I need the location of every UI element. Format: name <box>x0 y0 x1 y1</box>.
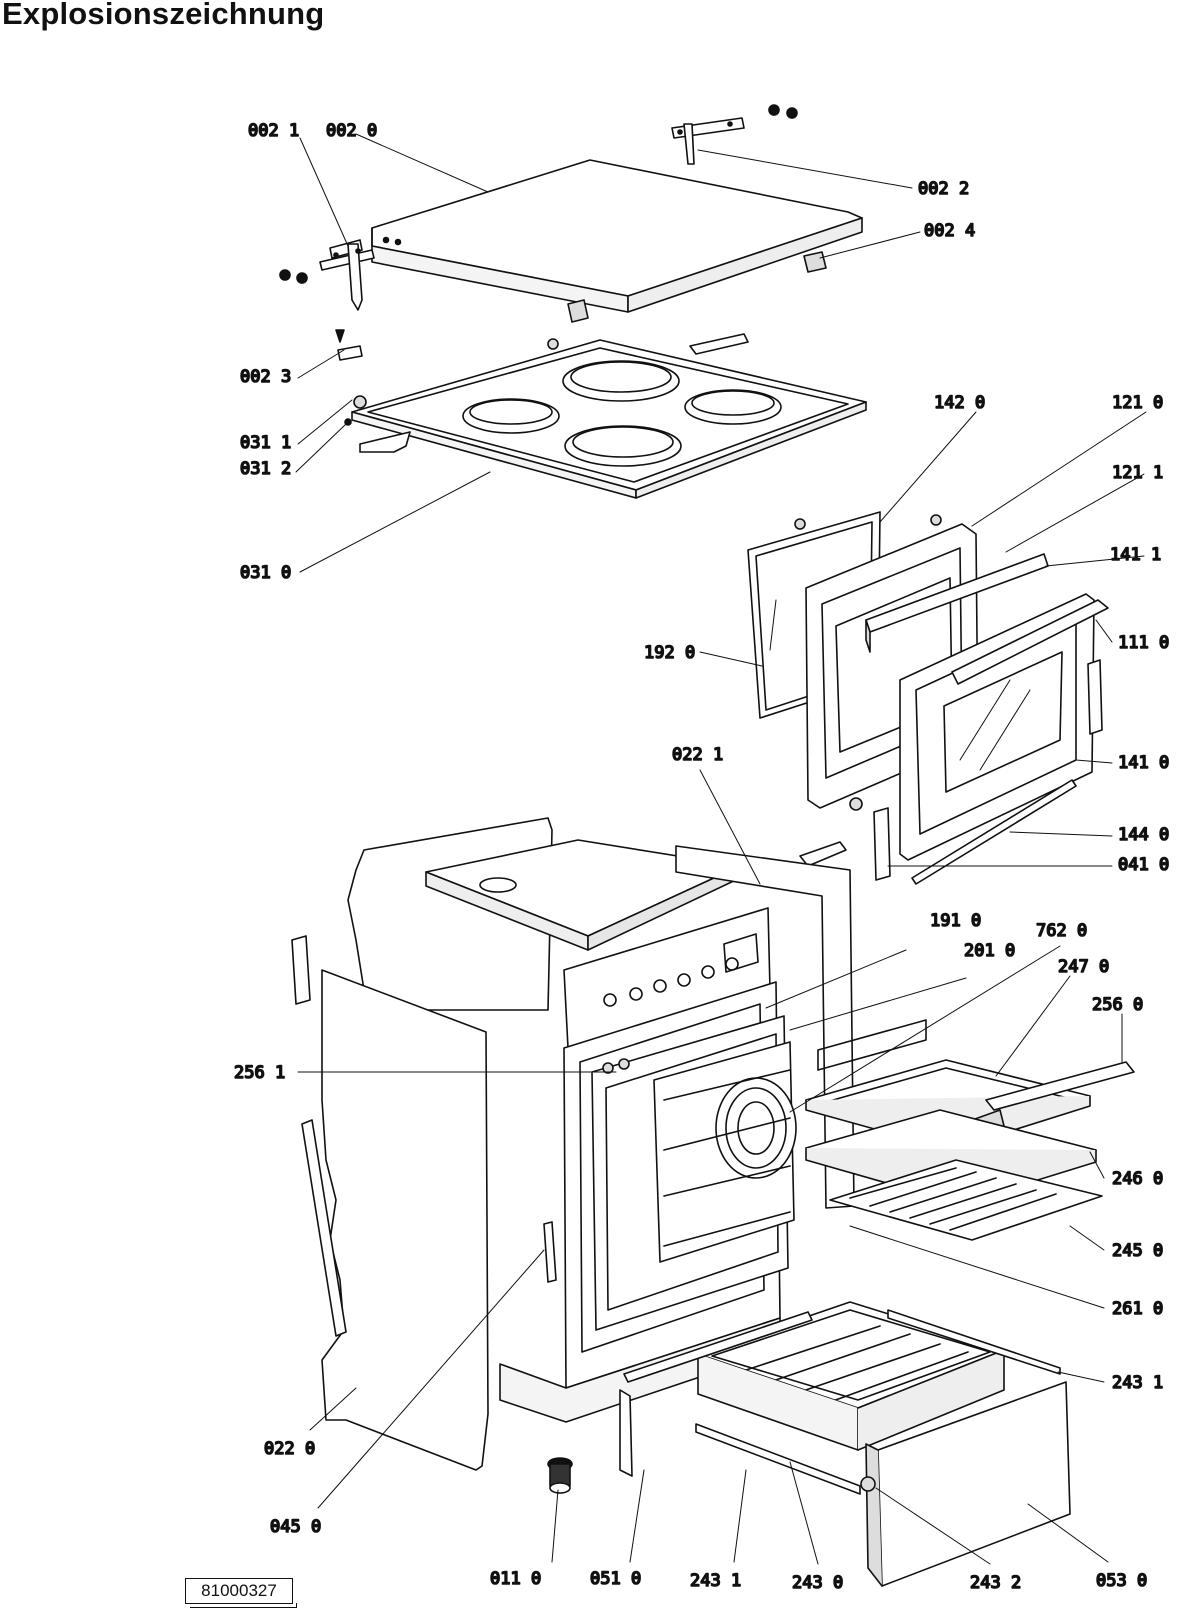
part-label: 002 1 <box>248 121 299 141</box>
part-label: 022 1 <box>672 745 723 765</box>
part-label: 192 0 <box>644 643 695 663</box>
part-label: 002 0 <box>326 121 377 141</box>
part-label: 051 0 <box>590 1569 641 1589</box>
part-label: 256 0 <box>1092 995 1143 1015</box>
part-label: 243 1 <box>1112 1373 1163 1393</box>
oven-door-assembly <box>747 511 1109 885</box>
part-label: 041 0 <box>1118 855 1169 875</box>
hinge-left <box>279 239 375 311</box>
part-label: 011 0 <box>490 1569 541 1589</box>
oven-back-and-fan <box>653 1041 797 1263</box>
part-label: 111 0 <box>1118 633 1169 653</box>
part-label: 031 2 <box>240 459 291 479</box>
part-label: 121 0 <box>1112 393 1163 413</box>
part-label: 031 1 <box>240 433 291 453</box>
part-label: 762 0 <box>1036 921 1087 941</box>
part-label: 121 1 <box>1112 463 1163 483</box>
part-label: 045 0 <box>270 1517 321 1537</box>
part-label: 053 0 <box>1096 1571 1147 1591</box>
cover-lid <box>371 159 863 313</box>
part-label: 201 0 <box>964 941 1015 961</box>
storage-drawer <box>619 1301 1071 1587</box>
part-label: 191 0 <box>930 911 981 931</box>
part-label: 002 3 <box>240 367 291 387</box>
part-label: 246 0 <box>1112 1169 1163 1189</box>
oven-trays <box>805 1019 1135 1241</box>
part-label: 141 1 <box>1110 545 1161 565</box>
part-label: 243 2 <box>970 1573 1021 1593</box>
part-labels: 002 1 002 0 002 2 002 4 002 3 031 1 031 … <box>233 120 1170 1594</box>
part-label: 142 0 <box>934 393 985 413</box>
adjustable-foot <box>547 1457 573 1494</box>
hob-worktop <box>344 333 867 499</box>
part-label: 002 4 <box>924 221 975 241</box>
lid-stop <box>803 251 827 273</box>
part-label: 245 0 <box>1112 1241 1163 1261</box>
part-label: 247 0 <box>1058 957 1109 977</box>
screw-and-clip <box>335 329 363 361</box>
part-label: 022 0 <box>264 1439 315 1459</box>
part-label: 256 1 <box>234 1063 285 1083</box>
part-label: 243 0 <box>792 1573 843 1593</box>
page-title: Explosionszeichnung <box>2 0 325 31</box>
hinge-right <box>671 104 798 165</box>
document-number: 81000327 <box>185 1578 297 1608</box>
leader-lines <box>295 133 1147 1565</box>
part-label: 144 0 <box>1118 825 1169 845</box>
part-label: 002 2 <box>918 179 969 199</box>
part-label: 141 0 <box>1118 753 1169 773</box>
part-label: 261 0 <box>1112 1299 1163 1319</box>
part-label: 243 1 <box>690 1571 741 1591</box>
part-label: 031 0 <box>240 563 291 583</box>
guide-bracket <box>543 1221 557 1283</box>
